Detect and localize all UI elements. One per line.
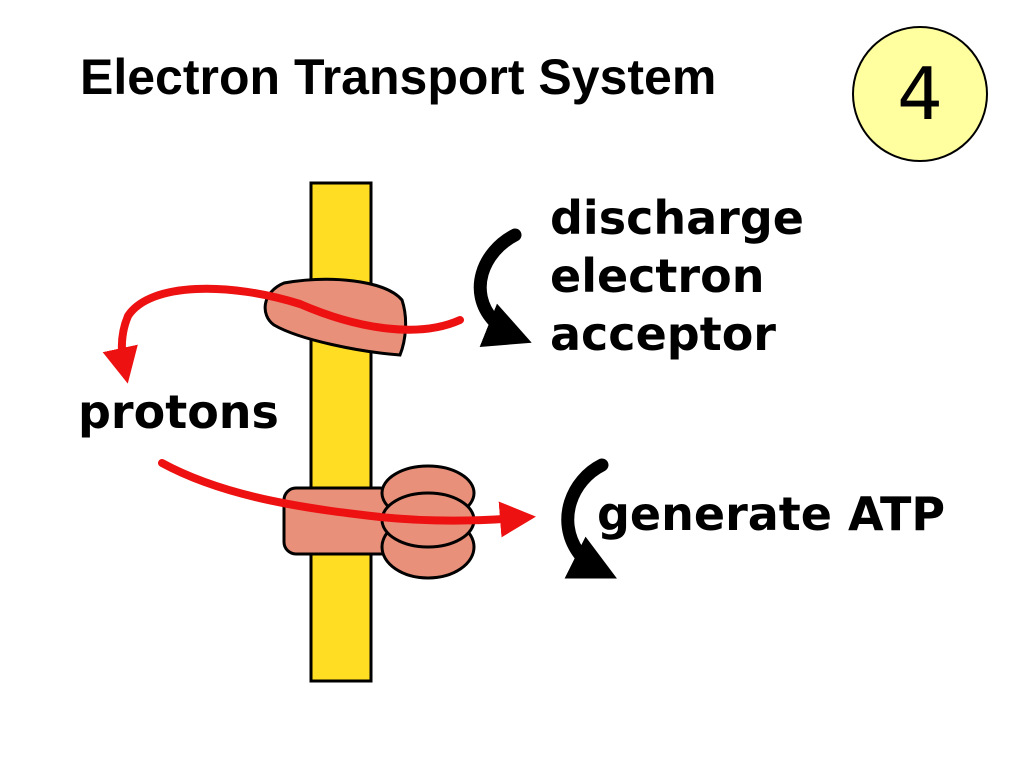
electron-label: electron xyxy=(550,249,764,303)
acceptor-label: acceptor xyxy=(550,307,776,361)
proton-flow-arrow xyxy=(158,459,536,538)
atp-synthase-base xyxy=(282,486,394,556)
discharge-cycle-arrow xyxy=(473,228,532,348)
membrane-bar xyxy=(309,181,373,683)
step-number-badge: 4 xyxy=(852,26,988,162)
atp-cycle-arrow xyxy=(561,458,617,579)
generate-atp-label: generate ATP xyxy=(597,487,945,541)
slide-title: Electron Transport System xyxy=(80,49,717,105)
proton-pump-arrow xyxy=(102,284,464,384)
step-number: 4 xyxy=(897,52,943,136)
discharge-label: discharge xyxy=(550,191,804,245)
protons-label: protons xyxy=(78,385,279,439)
